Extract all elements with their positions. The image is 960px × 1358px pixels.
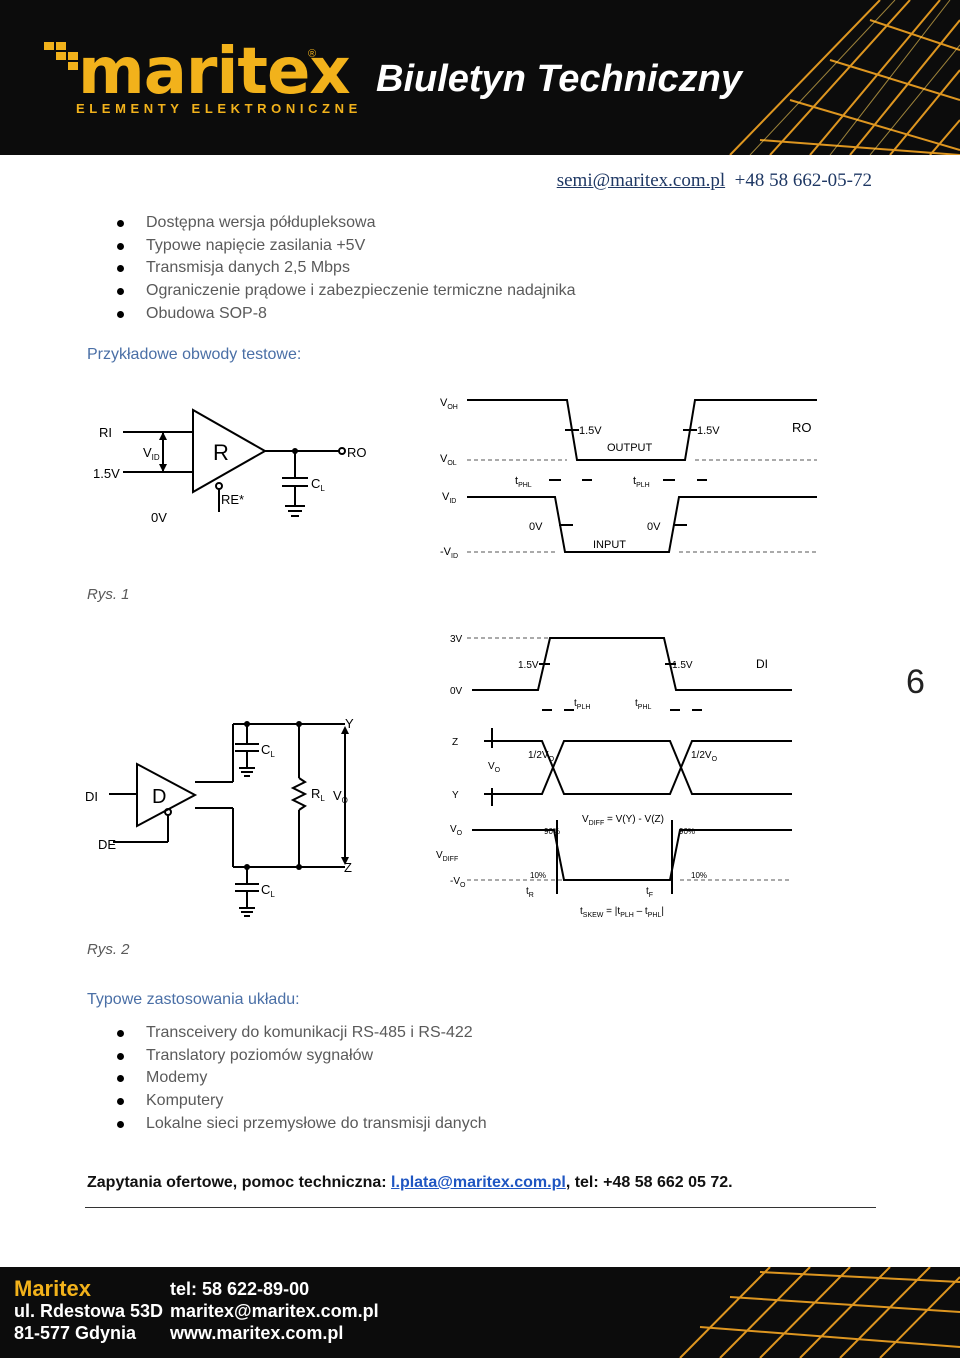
inquiry-suffix: , tel: +48 58 662 05 72.	[565, 1174, 733, 1191]
label-vo: VO	[333, 788, 348, 805]
label-di: DI	[756, 657, 768, 671]
list-item: Komputery	[108, 1090, 487, 1113]
footer-company: Maritex	[14, 1276, 92, 1301]
top-email-link[interactable]: semi@maritex.com.pl	[556, 170, 726, 191]
label-cl: CL	[311, 476, 325, 493]
footer-email[interactable]: maritex@maritex.com.pl	[170, 1301, 379, 1321]
label-vdiff: VDIFF	[436, 850, 458, 863]
inquiry-email-link[interactable]: l.plata@maritex.com.pl	[391, 1174, 566, 1191]
label-ri: RI	[99, 425, 112, 440]
footer-tel: tel: 58 622-89-00	[170, 1279, 310, 1299]
footer-www[interactable]: www.maritex.com.pl	[170, 1323, 344, 1343]
footer-contacts: tel: 58 622-89-00 maritex@maritex.com.pl…	[170, 1278, 379, 1344]
list-item: Ograniczenie prądowe i zabezpieczenie te…	[108, 280, 576, 303]
footer-address: Maritex ul. Rdestowa 53D 81-577 Gdynia	[14, 1278, 163, 1344]
label-voh: VOH	[440, 397, 458, 411]
label-vid-pos: VID	[442, 491, 456, 505]
label-re: RE*	[221, 492, 244, 507]
receiver-test-circuit: RI 1.5V VID R RO CL RE* 0V	[93, 408, 367, 525]
label-1-5v-b: 1.5V	[697, 425, 720, 437]
list-item: Obudowa SOP-8	[108, 303, 576, 326]
label-vo-level: VO	[450, 824, 463, 837]
list-item: Transceivery do komunikacji RS-485 i RS-…	[108, 1022, 487, 1045]
list-item: Typowe napięcie zasilania +5V	[108, 235, 576, 258]
label-1-5v-b: 1.5V	[672, 660, 693, 671]
label-vdiff-equation: VDIFF = V(Y) - V(Z)	[582, 814, 664, 827]
list-item: Translatory poziomów sygnałów	[108, 1045, 487, 1068]
decorative-grid-graphic	[729, 0, 960, 155]
inquiry-prefix: Zapytania ofertowe, pomoc techniczna:	[87, 1174, 392, 1191]
list-item: Transmisja danych 2,5 Mbps	[108, 257, 576, 280]
label-90-b: 90%	[679, 827, 695, 836]
label-0v: 0V	[450, 686, 463, 697]
feature-list: Dostępna wersja półdupleksowa Typowe nap…	[108, 212, 576, 326]
footer-banner: Maritex ul. Rdestowa 53D 81-577 Gdynia t…	[0, 1267, 960, 1358]
label-half-vo-a: 1/2VO	[528, 750, 555, 763]
driver-test-circuit: Y Z CL CL RL VO DI DE D	[85, 716, 354, 917]
label-rl: RL	[311, 786, 325, 803]
list-item: Lokalne sieci przemysłowe do transmisji …	[108, 1113, 487, 1136]
label-y: Y	[345, 716, 354, 731]
label-10-a: 10%	[530, 871, 546, 880]
receiver-timing-diagram: VOH VOL VID -VID 1.5V 1.5V OUTPUT RO tPH…	[440, 397, 817, 560]
list-item: Modemy	[108, 1067, 487, 1090]
label-1-5v-a: 1.5V	[518, 660, 539, 671]
logo-tagline: ELEMENTY ELEKTRONICZNE	[76, 101, 362, 116]
label-90-a: 90%	[544, 827, 560, 836]
label-3v: 3V	[450, 634, 463, 645]
divider	[85, 1207, 876, 1208]
label-tf: tF	[646, 886, 653, 899]
label-de: DE	[98, 837, 116, 852]
label-10-b: 10%	[691, 871, 707, 880]
figure-1-caption: Rys. 1	[87, 586, 130, 603]
footer-city: 81-577 Gdynia	[14, 1323, 137, 1343]
top-phone: +48 58 662-05-72	[734, 170, 872, 191]
header-banner: maritex ® ELEMENTY ELEKTRONICZNE Biulety…	[0, 0, 960, 155]
label-ro: RO	[347, 445, 367, 460]
logo-mark-icon	[44, 42, 78, 70]
label-z: Z	[452, 737, 458, 748]
list-item: Dostępna wersja półdupleksowa	[108, 212, 576, 235]
label-cl-bottom: CL	[261, 882, 275, 899]
label-0v-b: 0V	[647, 521, 661, 533]
label-1-5v: 1.5V	[93, 466, 120, 481]
label-ro: RO	[792, 420, 812, 435]
label-tr: tR	[526, 886, 534, 899]
label-d: D	[152, 786, 166, 808]
label-r: R	[213, 440, 229, 465]
label-y: Y	[452, 790, 459, 801]
applications-list: Transceivery do komunikacji RS-485 i RS-…	[108, 1022, 487, 1136]
footer-street: ul. Rdestowa 53D	[14, 1301, 164, 1321]
label-tskew: tSKEW = |tPLH – tPHL|	[580, 906, 664, 919]
label-z: Z	[344, 860, 352, 875]
label-vo: VO	[488, 761, 501, 774]
decorative-grid-graphic	[679, 1267, 960, 1358]
label-tphl: tPHL	[635, 698, 652, 711]
figure-2-caption: Rys. 2	[87, 941, 130, 958]
registered-mark: ®	[308, 48, 317, 60]
driver-timing-diagram: 3V 0V 1.5V 1.5V DI tPLH tPHL Z Y VO 1/2V…	[436, 634, 792, 919]
section-heading-test-circuits: Przykładowe obwody testowe:	[87, 346, 302, 363]
label-cl-top: CL	[261, 742, 275, 759]
label-vol: VOL	[440, 453, 457, 467]
inquiry-line: Zapytania ofertowe, pomoc techniczna: l.…	[87, 1174, 733, 1192]
section-heading-applications: Typowe zastosowania układu:	[87, 991, 300, 1008]
label-half-vo-b: 1/2VO	[691, 750, 718, 763]
label-output: OUTPUT	[607, 442, 653, 454]
label-tplh: tPLH	[633, 475, 650, 489]
label-input: INPUT	[593, 539, 626, 551]
label-0v-a: 0V	[529, 521, 543, 533]
top-contact: semi@maritex.com.pl +48 58 662-05-72	[557, 170, 872, 192]
label-tplh: tPLH	[574, 698, 590, 711]
page-number: 6	[906, 663, 925, 701]
label-1-5v-a: 1.5V	[579, 425, 602, 437]
label-vid: VID	[143, 445, 160, 462]
label-neg-vo: -VO	[450, 876, 466, 889]
label-0v: 0V	[151, 510, 167, 525]
logo-wordmark: maritex	[78, 35, 351, 109]
label-vid-neg: -VID	[440, 546, 458, 560]
label-di: DI	[85, 789, 98, 804]
bulletin-title: Biuletyn Techniczny	[376, 58, 742, 100]
label-tphl: tPHL	[515, 475, 532, 489]
